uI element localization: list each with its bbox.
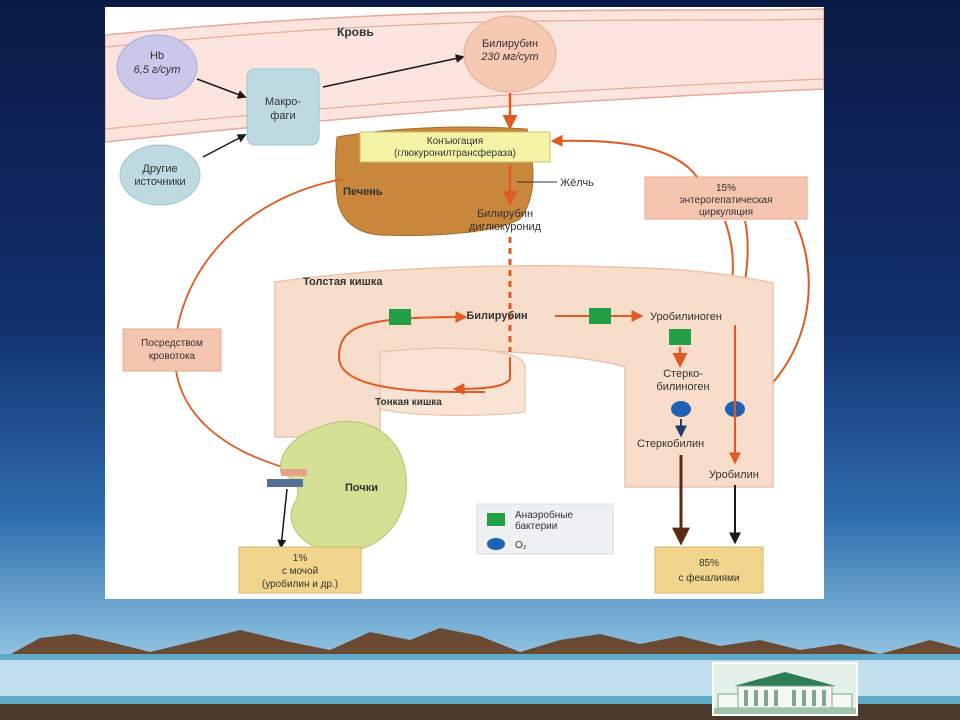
blood-vessel-wall <box>105 78 824 130</box>
via-bloodstream-label: Посредством <box>141 338 203 349</box>
legend-oxygen-label: O₂ <box>515 540 527 551</box>
enterohepatic-box <box>644 176 808 220</box>
bile-label: Жёлчь <box>560 177 594 189</box>
legend-anaerobic-label: бактерии <box>515 520 557 532</box>
bilirubin-amount: 230 мг/сут <box>480 51 538 63</box>
macrophages-label: фаги <box>270 110 295 122</box>
renal-vessel <box>267 479 303 487</box>
legend-oxygen-swatch <box>487 538 505 550</box>
bilirubin-diglucuronide-label: Билирубин <box>477 208 533 220</box>
macrophages-box <box>246 68 320 146</box>
via-bloodstream-label: кровотока <box>149 351 196 362</box>
urine-output-box <box>238 546 362 594</box>
enterohepatic-label: энтерогепатическая <box>679 195 772 206</box>
oxygen-marker <box>671 401 691 417</box>
small-intestine <box>379 347 526 417</box>
legend-bacteria-swatch <box>487 513 505 526</box>
feces-output-label: 85% <box>699 558 719 569</box>
other-sources-label: Другие <box>142 163 177 175</box>
other-sources-label: источники <box>134 176 185 188</box>
urine-output-label: (уробилин и др.) <box>262 578 338 590</box>
legend-anaerobic-label: Анаэробные <box>515 509 573 521</box>
feces-output-box <box>654 546 764 594</box>
hb-bubble <box>116 34 198 100</box>
feces-output-label: с фекалиями <box>678 572 739 584</box>
bilirubin-label: Билирубин <box>482 38 538 50</box>
arrow-kidney-to-urine <box>277 488 288 549</box>
blood-vessel <box>105 8 824 143</box>
bilirubin-diglucuronide-label: диглюкуронид <box>469 221 542 233</box>
stercobilinogen-label: Стерко- <box>663 368 703 380</box>
gut-bilirubin-label: Билирубин <box>466 310 527 322</box>
stercobilin-label: Стеркобилин <box>637 438 704 450</box>
blood-label: Кровь <box>337 25 374 39</box>
anaerobic-bacteria-marker <box>589 308 611 324</box>
arrow-other-to-macrophages <box>202 134 247 158</box>
urobilin-label: Уробилин <box>709 469 759 481</box>
building-icon <box>714 664 856 714</box>
building-logo <box>712 662 858 716</box>
via-bloodstream-box <box>122 328 222 372</box>
other-sources-bubble <box>119 144 201 206</box>
anaerobic-bacteria-marker <box>669 329 691 345</box>
urine-output-label: 1% <box>293 553 308 564</box>
enterohepatic-label: 15% <box>716 183 736 194</box>
hb-label: Hb <box>150 50 164 62</box>
arrow-macrophages-to-bilirubin <box>322 54 465 88</box>
small-intestine-label: Тонкая кишка <box>375 397 442 408</box>
conjugation-label: Конъюгация <box>427 136 483 147</box>
conjugation-enzyme: (глюкуронилтрансфераза) <box>394 147 516 159</box>
arrow-small-intestine-return <box>452 357 511 395</box>
anaerobic-bacteria-marker <box>389 309 411 325</box>
conjugation-box <box>359 131 551 163</box>
renal-vessel <box>281 469 307 476</box>
diagram-panel: Кровь Hb 6,5 г/сут Другие источники Макр… <box>105 7 824 599</box>
macrophages-label: Макро- <box>265 96 301 108</box>
arrow-enterohepatic-to-conjugation <box>550 134 698 178</box>
enterohepatic-label: циркуляция <box>699 207 753 218</box>
liver-label: Печень <box>343 186 383 198</box>
bilirubin-bubble <box>463 15 557 93</box>
large-intestine-label: Толстая кишка <box>303 276 383 288</box>
urobilinogen-label: Уробилиноген <box>650 311 722 323</box>
arrow-hb-to-macrophages <box>196 78 247 99</box>
bilirubin-metabolism-diagram: Кровь Hb 6,5 г/сут Другие источники Макр… <box>105 8 824 594</box>
stercobilinogen-label: билиноген <box>656 381 709 393</box>
hb-amount: 6,5 г/сут <box>134 64 181 76</box>
kidneys-label: Почки <box>345 482 378 494</box>
urine-output-label: с мочой <box>282 566 318 577</box>
